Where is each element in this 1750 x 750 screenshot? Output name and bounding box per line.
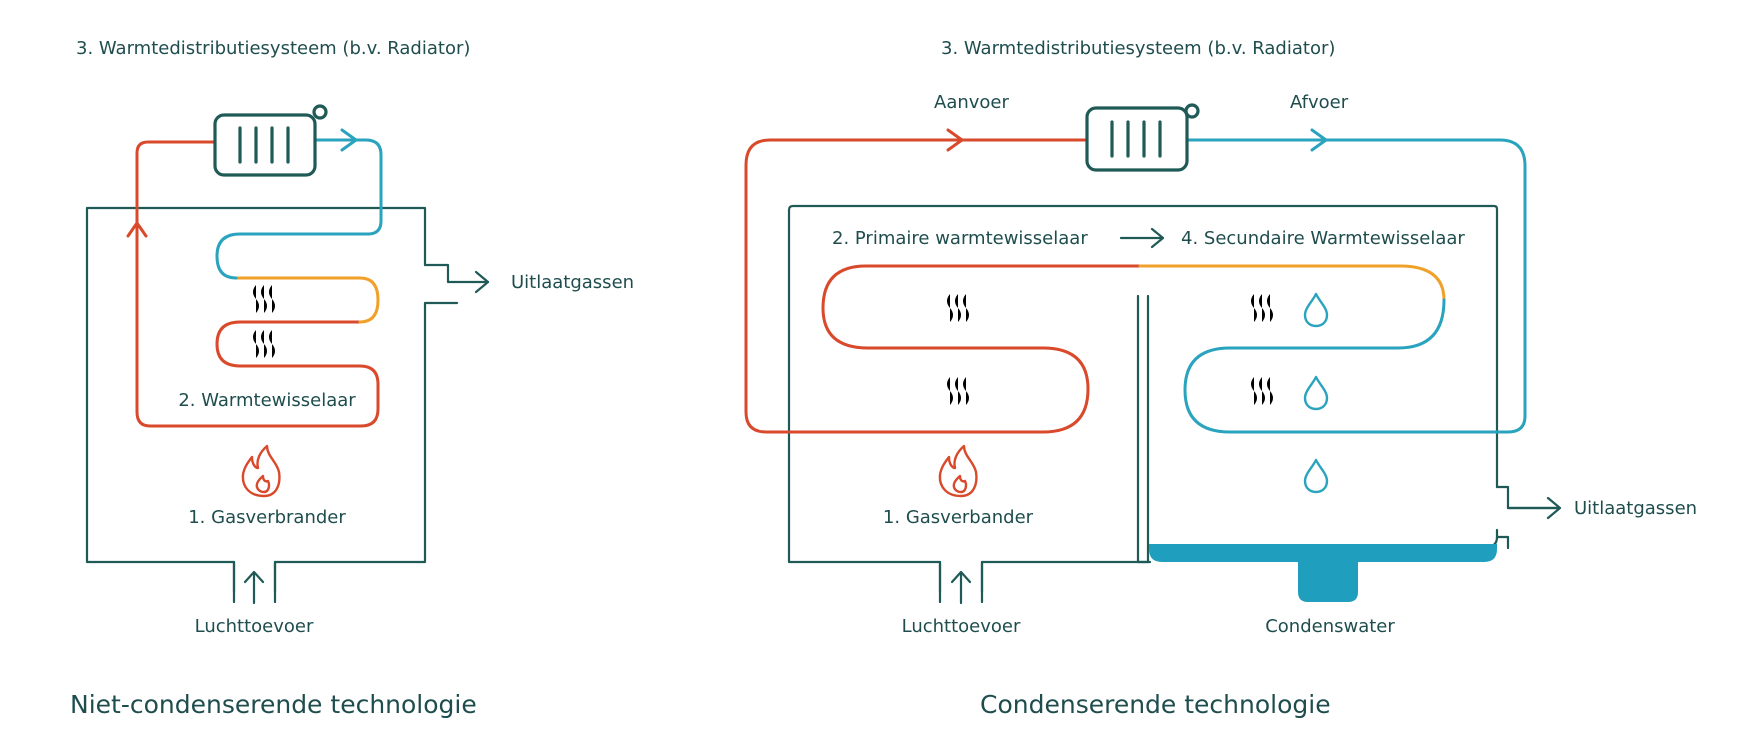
- right-warm-pipe: [1138, 264, 1446, 302]
- left-hot-pipe-arrow-icon: [126, 221, 148, 238]
- left-air-intake-arrow-icon: [243, 570, 265, 605]
- right-hot-pipe-arrow-icon: [946, 128, 964, 152]
- right-exhaust-label: Uitlaatgassen: [1574, 498, 1697, 519]
- right-primary-exchanger-wall: [1136, 294, 1152, 564]
- condensate-drop-icon-middle: [1303, 375, 1329, 411]
- condensate-drop-icon-lower: [1303, 458, 1329, 494]
- left-cold-pipe-arrow-icon: [340, 128, 358, 152]
- left-exhaust-duct: [423, 263, 490, 284]
- secondary-heat-icon-upper: [1251, 294, 1273, 322]
- left-title: Niet-condenserende technologie: [70, 690, 477, 719]
- right-flame-icon: [938, 444, 978, 498]
- left-cold-pipe: [215, 138, 383, 280]
- right-air-intake-arrow-icon: [950, 570, 972, 605]
- right-exhaust-arrow-icon: [1506, 496, 1562, 520]
- left-exhaust-arrow-icon: [474, 270, 490, 294]
- secondary-heat-icon-lower: [1251, 377, 1273, 405]
- right-air-label: Luchttoevoer: [902, 616, 1021, 637]
- right-boiler-housing: [787, 204, 1499, 594]
- left-exchanger-label: 2. Warmtewisselaar: [178, 390, 356, 411]
- condensate-label: Condenswater: [1265, 616, 1395, 637]
- right-cold-pipe-arrow-icon: [1310, 128, 1328, 152]
- primary-heat-icon-lower: [947, 377, 969, 405]
- left-flame-icon: [241, 444, 281, 498]
- left-air-label: Luchttoevoer: [195, 616, 314, 637]
- left-hot-pipe: [135, 140, 380, 428]
- return-label: Afvoer: [1290, 92, 1349, 113]
- secondary-exchanger-label: 4. Secundaire Warmtewisselaar: [1181, 228, 1465, 249]
- left-heat-icon-lower: [253, 330, 275, 358]
- left-burner-label: 1. Gasverbrander: [188, 507, 346, 528]
- non-condensing-diagram: 3. Warmtedistributiesysteem (b.v. Radiat…: [70, 38, 634, 719]
- left-exhaust-label: Uitlaatgassen: [511, 272, 634, 293]
- right-cold-pipe: [1178, 138, 1527, 434]
- right-title: Condenserende technologie: [980, 690, 1331, 719]
- left-warm-pipe: [234, 276, 380, 324]
- condensate-pool: [1149, 544, 1497, 602]
- primary-heat-icon-upper: [947, 294, 969, 322]
- right-hot-pipe: [744, 138, 1142, 434]
- left-radiator-label: 3. Warmtedistributiesysteem (b.v. Radiat…: [76, 38, 470, 59]
- left-heat-icon-upper: [253, 285, 275, 313]
- supply-label: Aanvoer: [934, 92, 1009, 113]
- primary-to-secondary-arrow-icon: [1119, 227, 1165, 249]
- right-radiator-icon: [1085, 103, 1200, 172]
- right-burner-label: 1. Gasverbander: [883, 507, 1034, 528]
- condensate-drop-icon-upper: [1303, 292, 1329, 328]
- left-radiator-icon: [213, 104, 328, 177]
- primary-exchanger-label: 2. Primaire warmtewisselaar: [832, 228, 1088, 249]
- condensing-diagram: 3. Warmtedistributiesysteem (b.v. Radiat…: [744, 38, 1697, 719]
- right-radiator-label: 3. Warmtedistributiesysteem (b.v. Radiat…: [941, 38, 1335, 59]
